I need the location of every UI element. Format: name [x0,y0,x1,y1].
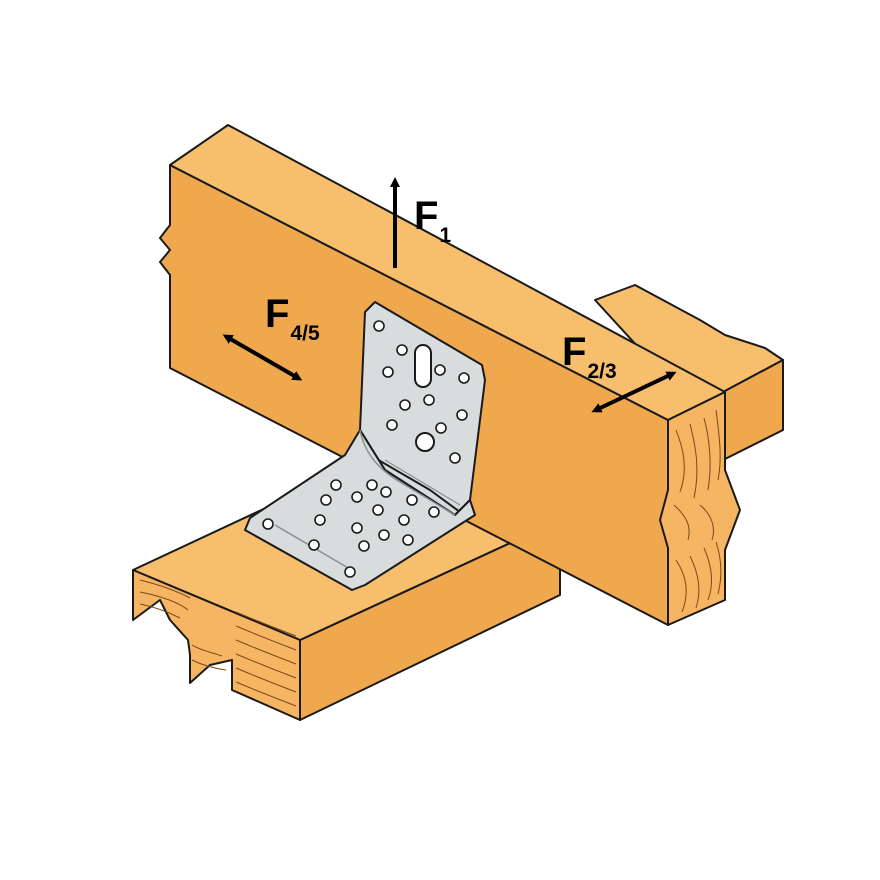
bracket-large-hole [415,432,435,452]
screw-hole-icon [330,479,342,491]
force-label-f1: F1 [414,194,451,246]
force-subscript: 4/5 [290,322,320,345]
screw-hole-icon [396,344,408,356]
screw-hole-icon [320,494,332,506]
lower-joist-end-face [132,569,301,721]
bracket-horizontal-leg [244,429,476,591]
force-subscript: 2/3 [587,360,617,383]
force-letter: F [265,292,290,336]
force-label-f45: F4/5 [265,292,320,344]
screw-hole-icon [406,494,418,506]
force-letter: F [414,194,439,238]
bracket-slot [414,344,432,388]
lower-joist-grain [139,579,297,707]
vertical-leg-screw-holes [373,320,470,464]
screw-hole-icon [262,518,274,530]
screw-hole-icon [428,506,440,518]
screw-hole-icon [458,372,470,384]
screw-hole-icon [373,320,385,332]
angle-bracket-icon [244,301,486,591]
screw-hole-icon [351,522,363,534]
screw-hole-icon [449,452,461,464]
screw-hole-icon [399,399,411,411]
screw-hole-icon [386,419,398,431]
force-arrows [222,177,677,413]
screw-hole-icon [380,486,392,498]
screw-hole-icon [398,514,410,526]
force-letter: F [562,330,587,374]
double-arrow-icon [222,334,303,381]
double-arrow-icon [591,371,677,413]
screw-hole-icon [358,540,370,552]
horizontal-leg-screw-holes [262,479,440,578]
screw-hole-icon [366,479,378,491]
screw-hole-icon [402,534,414,546]
screw-hole-icon [314,514,326,526]
main-beam-end-grain [673,409,722,613]
screw-hole-icon [344,566,356,578]
screw-hole-icon [351,491,363,503]
screw-hole-icon [378,529,390,541]
screw-hole-icon [434,364,446,376]
force-subscript: 1 [439,224,452,247]
screw-hole-icon [423,394,435,406]
screw-hole-icon [308,539,320,551]
screw-hole-icon [372,504,384,516]
screw-hole-icon [435,422,447,434]
screw-hole-icon [382,366,394,378]
force-label-f23: F2/3 [562,330,617,382]
screw-hole-icon [456,409,468,421]
